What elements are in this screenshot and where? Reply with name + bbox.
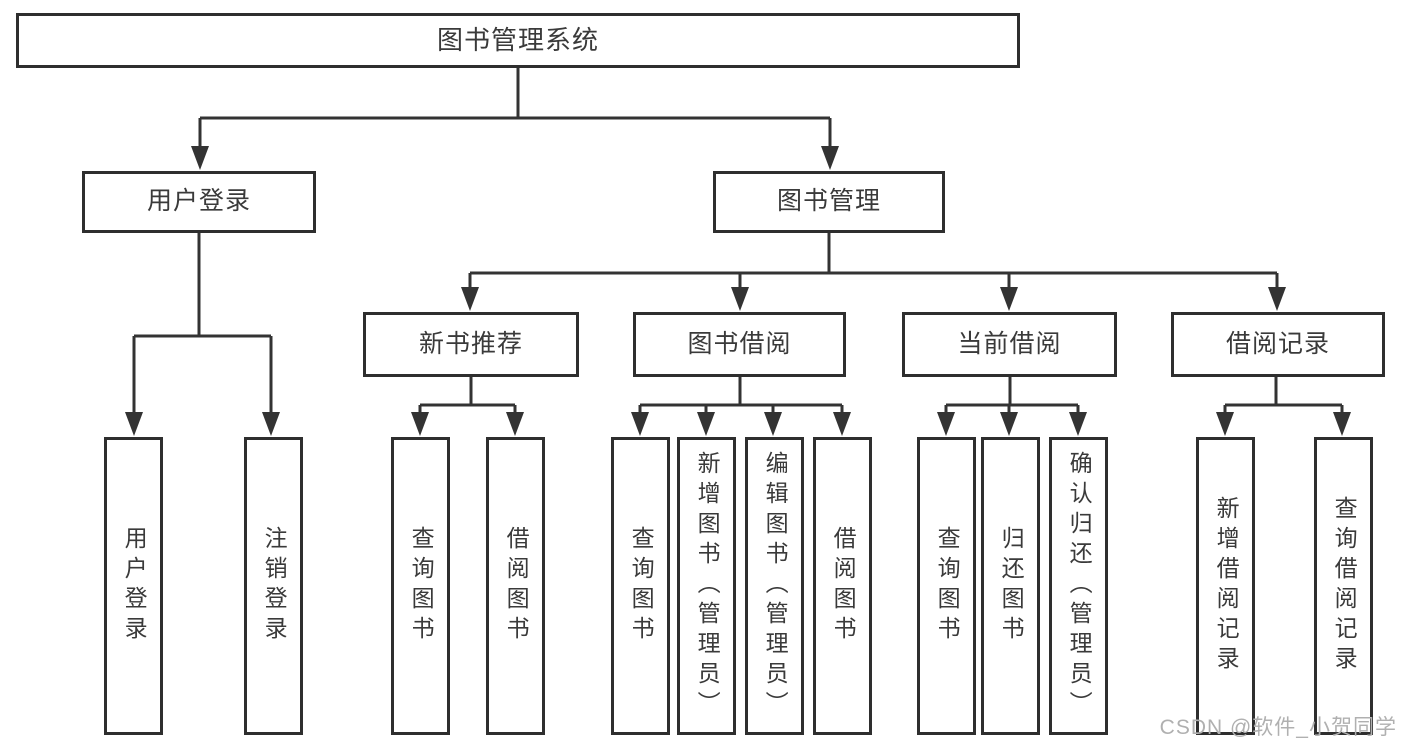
leaf-borrowing-edit-books-admin-label: 编辑图书（管理员）: [762, 451, 789, 721]
node-root-label: 图书管理系统: [436, 25, 599, 56]
node-current-borrowing: 当前借阅: [902, 312, 1117, 377]
arrow-down-icon: [1000, 412, 1018, 436]
connector-new-book-recommendation: [418, 375, 517, 416]
leaf-records-add-record: 新增借阅记录: [1196, 437, 1255, 735]
node-book-management: 图书管理: [713, 171, 945, 233]
node-borrowing-records-label: 借阅记录: [1225, 329, 1330, 358]
arrow-down-icon: [697, 412, 715, 436]
arrow-down-icon: [937, 412, 955, 436]
node-user-login-label: 用户登录: [146, 187, 251, 216]
arrow-down-icon: [764, 412, 782, 436]
leaf-borrowing-query-books-label: 查询图书: [628, 526, 655, 646]
node-book-borrowing: 图书借阅: [633, 312, 846, 377]
leaf-records-query-record: 查询借阅记录: [1314, 437, 1373, 735]
leaf-current-query-books-label: 查询图书: [934, 526, 961, 646]
arrowheads: [125, 146, 1351, 436]
node-borrowing-records: 借阅记录: [1171, 312, 1385, 377]
connector-borrowing-records: [1223, 375, 1344, 416]
connector-book-management: [468, 231, 1279, 291]
arrow-down-icon: [1069, 412, 1087, 436]
leaf-records-add-record-label: 新增借阅记录: [1213, 496, 1240, 676]
node-new-book-recommendation-label: 新书推荐: [418, 329, 523, 358]
arrow-down-icon: [191, 146, 209, 170]
arrow-down-icon: [631, 412, 649, 436]
arrow-down-icon: [1333, 412, 1351, 436]
leaf-borrowing-add-books-admin: 新增图书（管理员）: [677, 437, 736, 735]
node-book-borrowing-label: 图书借阅: [687, 329, 792, 358]
leaf-newbooks-query-books: 查询图书: [391, 437, 450, 735]
leaf-current-query-books: 查询图书: [917, 437, 976, 735]
watermark: CSDN @软件_小贺同学: [1159, 716, 1397, 739]
leaf-current-confirm-return-admin: 确认归还（管理员）: [1049, 437, 1108, 735]
leaf-current-confirm-return-admin-label: 确认归还（管理员）: [1066, 451, 1093, 721]
leaf-user-login: 用户登录: [104, 437, 163, 735]
connector-root-level2: [198, 66, 832, 150]
connector-user-login: [132, 231, 273, 416]
node-root: 图书管理系统: [16, 13, 1020, 68]
arrow-down-icon: [731, 287, 749, 311]
arrow-down-icon: [833, 412, 851, 436]
node-new-book-recommendation: 新书推荐: [363, 312, 579, 377]
arrow-down-icon: [821, 146, 839, 170]
arrow-down-icon: [506, 412, 524, 436]
leaf-user-login-label: 用户登录: [121, 526, 148, 646]
leaf-current-return-books-label: 归还图书: [998, 526, 1025, 646]
arrow-down-icon: [125, 412, 143, 436]
leaf-borrowing-add-books-admin-label: 新增图书（管理员）: [694, 451, 721, 721]
leaf-logout-label: 注销登录: [261, 526, 288, 646]
leaf-borrowing-query-books: 查询图书: [611, 437, 670, 735]
leaf-records-query-record-label: 查询借阅记录: [1331, 496, 1358, 676]
node-user-login: 用户登录: [82, 171, 316, 233]
leaf-logout: 注销登录: [244, 437, 303, 735]
node-current-borrowing-label: 当前借阅: [957, 329, 1062, 358]
leaf-current-return-books: 归还图书: [981, 437, 1040, 735]
connector-book-borrowing: [638, 375, 844, 416]
leaf-borrowing-borrow-books: 借阅图书: [813, 437, 872, 735]
leaf-newbooks-borrow-books: 借阅图书: [486, 437, 545, 735]
arrow-down-icon: [262, 412, 280, 436]
arrow-down-icon: [1216, 412, 1234, 436]
arrow-down-icon: [461, 287, 479, 311]
leaf-newbooks-query-books-label: 查询图书: [408, 526, 435, 646]
connector-current-borrowing: [944, 375, 1080, 416]
arrow-down-icon: [1268, 287, 1286, 311]
arrow-down-icon: [411, 412, 429, 436]
arrow-down-icon: [1000, 287, 1018, 311]
leaf-borrowing-borrow-books-label: 借阅图书: [830, 526, 857, 646]
node-book-management-label: 图书管理: [776, 187, 881, 216]
leaf-newbooks-borrow-books-label: 借阅图书: [503, 526, 530, 646]
leaf-borrowing-edit-books-admin: 编辑图书（管理员）: [745, 437, 804, 735]
